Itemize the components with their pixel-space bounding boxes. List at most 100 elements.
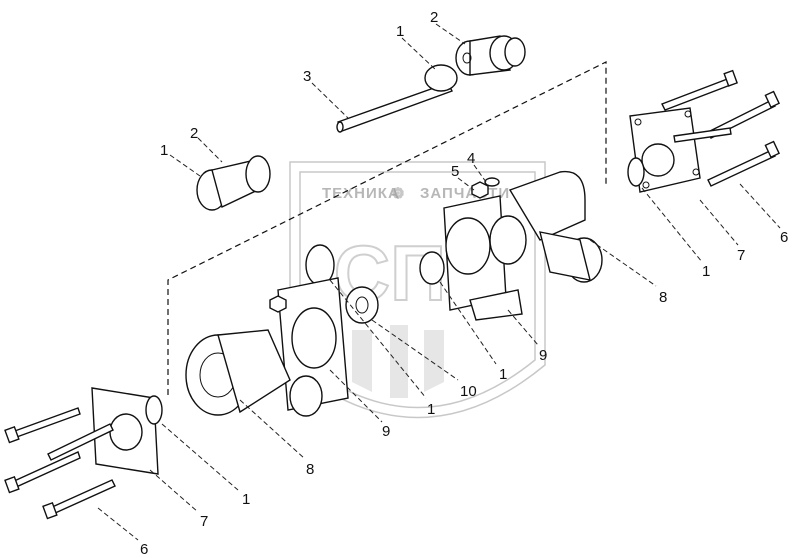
cover-right-part [629, 107, 701, 193]
bolt-left-4 [49, 479, 116, 515]
bracket-left-ring [291, 307, 337, 369]
bolt-left-3-head [4, 475, 20, 494]
bracket-right-gear [489, 215, 527, 265]
leader-seal-center-low [329, 279, 427, 399]
bolt-left-4-head [42, 501, 58, 520]
leader-lines [97, 23, 781, 541]
callout-housing-left: 8 [306, 461, 314, 478]
callouts: 1 2 3 1 2 4 5 6 7 1 8 9 1 10 1 9 8 1 7 6 [140, 9, 788, 558]
shaft-end [336, 121, 344, 133]
seal-ring-top-b [504, 37, 526, 67]
bolt-left-1 [11, 407, 81, 439]
bushing-body [345, 286, 379, 324]
shaft-part [336, 82, 453, 133]
leader-seal-center [439, 281, 497, 365]
leader-bolt-left [97, 507, 139, 541]
bracket-left-nut [269, 295, 287, 313]
nut [471, 181, 489, 199]
leader-cover-left [149, 469, 199, 513]
leader-washer [473, 164, 487, 183]
callout-shaft: 3 [303, 68, 311, 85]
callout-seal-left: 1 [160, 142, 168, 159]
leader-shaft [311, 82, 349, 119]
callout-seal-center-low: 1 [427, 401, 435, 418]
bracket-right-foot [469, 289, 523, 321]
callout-bracket-left: 9 [382, 423, 390, 440]
leader-sleeve-left [197, 137, 223, 163]
seal-ring-right [627, 157, 645, 187]
bolt-right-4 [707, 149, 776, 187]
washer [484, 177, 500, 187]
callout-bracket-right: 9 [539, 347, 547, 364]
housing-right-part [508, 170, 603, 283]
leader-seal-right [641, 187, 703, 263]
callout-seal-top: 1 [396, 23, 404, 40]
bushing-part [345, 286, 379, 324]
leader-bracket-left [329, 369, 383, 423]
housing-left-body [217, 329, 291, 414]
seal-ring-center-b [419, 251, 445, 285]
leader-seal-left-low [161, 423, 239, 491]
cover-hole-4 [692, 168, 700, 176]
housing-left-nozzle [289, 375, 323, 417]
gear-icon: ⚙ [392, 185, 405, 201]
seal-ring-top [424, 64, 458, 92]
bolt-right-1-head [723, 69, 738, 87]
fasteners-top [471, 177, 500, 199]
bolt-right-4-head [764, 140, 780, 159]
callout-cover-right: 7 [737, 247, 745, 264]
leader-housing-right [589, 239, 657, 287]
housing-right-body [508, 170, 586, 241]
bolts-left [4, 407, 116, 520]
leader-housing-left [239, 399, 305, 459]
sleeve-left-end-b [245, 155, 271, 193]
bolt-right-2-head [764, 90, 780, 109]
callout-nut: 5 [451, 163, 459, 180]
watermark-wheat-left [352, 330, 372, 392]
bolt-right-1 [661, 77, 734, 111]
bolt-left-1-head [4, 425, 20, 444]
cover-hole-2 [684, 110, 692, 118]
bracket-right-ring [445, 217, 491, 275]
cover-hole-3 [642, 181, 650, 189]
callout-bushing: 10 [460, 383, 477, 400]
watermark-tower [390, 325, 408, 398]
leader-seal-top [401, 37, 437, 71]
leader-bolt-right [739, 183, 781, 229]
bracket-left-part [269, 277, 349, 411]
callout-seal-center: 1 [499, 366, 507, 383]
bolt-left-2 [47, 423, 114, 461]
leader-sleeve-top [435, 23, 466, 45]
phantom-boundary [167, 61, 607, 395]
callout-bolt-right: 6 [780, 229, 788, 246]
cover-left-boss [109, 413, 143, 451]
bushing-bore [355, 296, 369, 314]
bolt-right-3 [673, 127, 732, 143]
housing-right-neck [539, 231, 591, 281]
seal-ring-left-low [145, 395, 163, 425]
bolt-left-3 [11, 451, 81, 489]
bolts-right [661, 69, 780, 187]
sleeve-left-part [196, 155, 271, 211]
cover-hole-1 [634, 118, 642, 126]
callout-seal-right: 1 [702, 263, 710, 280]
callout-sleeve-left: 2 [190, 125, 198, 142]
leader-bushing [371, 319, 459, 381]
callout-washer: 4 [467, 150, 475, 167]
watermark-wheat-right [424, 330, 444, 392]
cover-right-boss [641, 143, 675, 177]
callout-bolt-left: 6 [140, 541, 148, 558]
leader-cover-right [699, 199, 739, 246]
sleeve-top-bore [462, 52, 472, 64]
leader-seal-left [169, 154, 201, 177]
bracket-right-part [443, 195, 527, 321]
housing-left-part [185, 329, 323, 417]
callout-housing-right: 8 [659, 289, 667, 306]
callout-seal-left-low: 1 [242, 491, 250, 508]
leader-nut [457, 177, 475, 191]
callout-cover-left: 7 [200, 513, 208, 530]
assembly-outline [167, 61, 607, 395]
callout-sleeve-top: 2 [430, 9, 438, 26]
watermark-left-word: ТЕХНИКА [322, 185, 400, 202]
